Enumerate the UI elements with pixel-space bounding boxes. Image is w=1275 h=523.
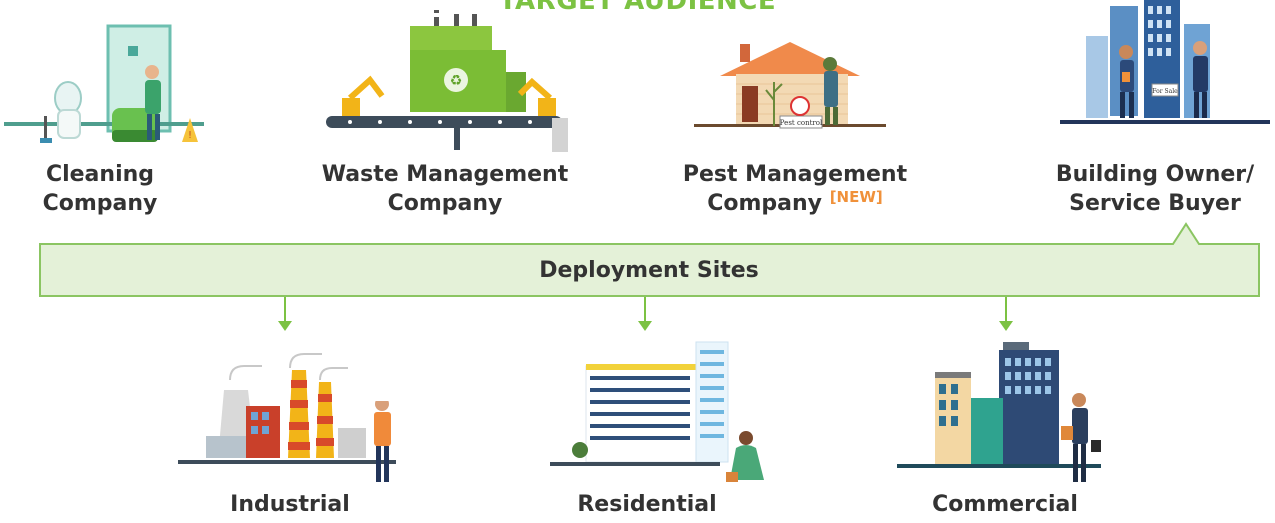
- svg-text:!: !: [188, 130, 192, 141]
- building-owner-illustration: For Sale: [1060, 0, 1270, 124]
- audience-label-line1: Building Owner/: [1055, 162, 1255, 187]
- waste-management-illustration: ♻: [326, 10, 568, 152]
- page-title: TARGET AUDIENCE: [498, 0, 777, 16]
- arrow-down-icon: [638, 297, 652, 331]
- site-industrial: Industrial: [230, 492, 350, 517]
- audience-label-line1: Pest Management: [682, 162, 908, 187]
- audience-label-line2: Company: [387, 191, 503, 216]
- pest-management-illustration: Pest control: [694, 42, 886, 129]
- audience-building-owner: Building Owner/ Service Buyer: [1040, 160, 1270, 218]
- arrow-down-icon: [999, 297, 1013, 331]
- cleaning-illustration: !: [4, 24, 204, 143]
- industrial-illustration: [178, 353, 396, 482]
- site-residential: Residential: [577, 492, 717, 517]
- audience-label-line2: Service Buyer: [1069, 191, 1241, 216]
- deployment-sites-banner: [39, 222, 1260, 297]
- deployment-sites-label: Deployment Sites: [539, 258, 759, 283]
- audience-pest-management-company: Pest Management Company [NEW]: [660, 160, 930, 218]
- residential-illustration: [550, 341, 764, 482]
- new-badge: [NEW]: [829, 188, 883, 206]
- audience-label-line2: Company: [707, 191, 823, 216]
- for-sale-sign: For Sale: [1152, 88, 1178, 95]
- audience-cleaning-company: Cleaning Company: [20, 160, 180, 218]
- commercial-illustration: [897, 342, 1101, 482]
- site-commercial: Commercial: [932, 492, 1078, 517]
- audience-waste-management-company: Waste Management Company: [310, 160, 580, 218]
- svg-text:♻: ♻: [450, 73, 463, 89]
- audience-label-line1: Cleaning: [45, 162, 155, 187]
- audience-label-line2: Company: [42, 191, 158, 216]
- audience-label-line1: Waste Management: [321, 162, 569, 187]
- pest-control-sign: Pest control: [780, 119, 823, 127]
- arrow-down-icon: [278, 297, 292, 331]
